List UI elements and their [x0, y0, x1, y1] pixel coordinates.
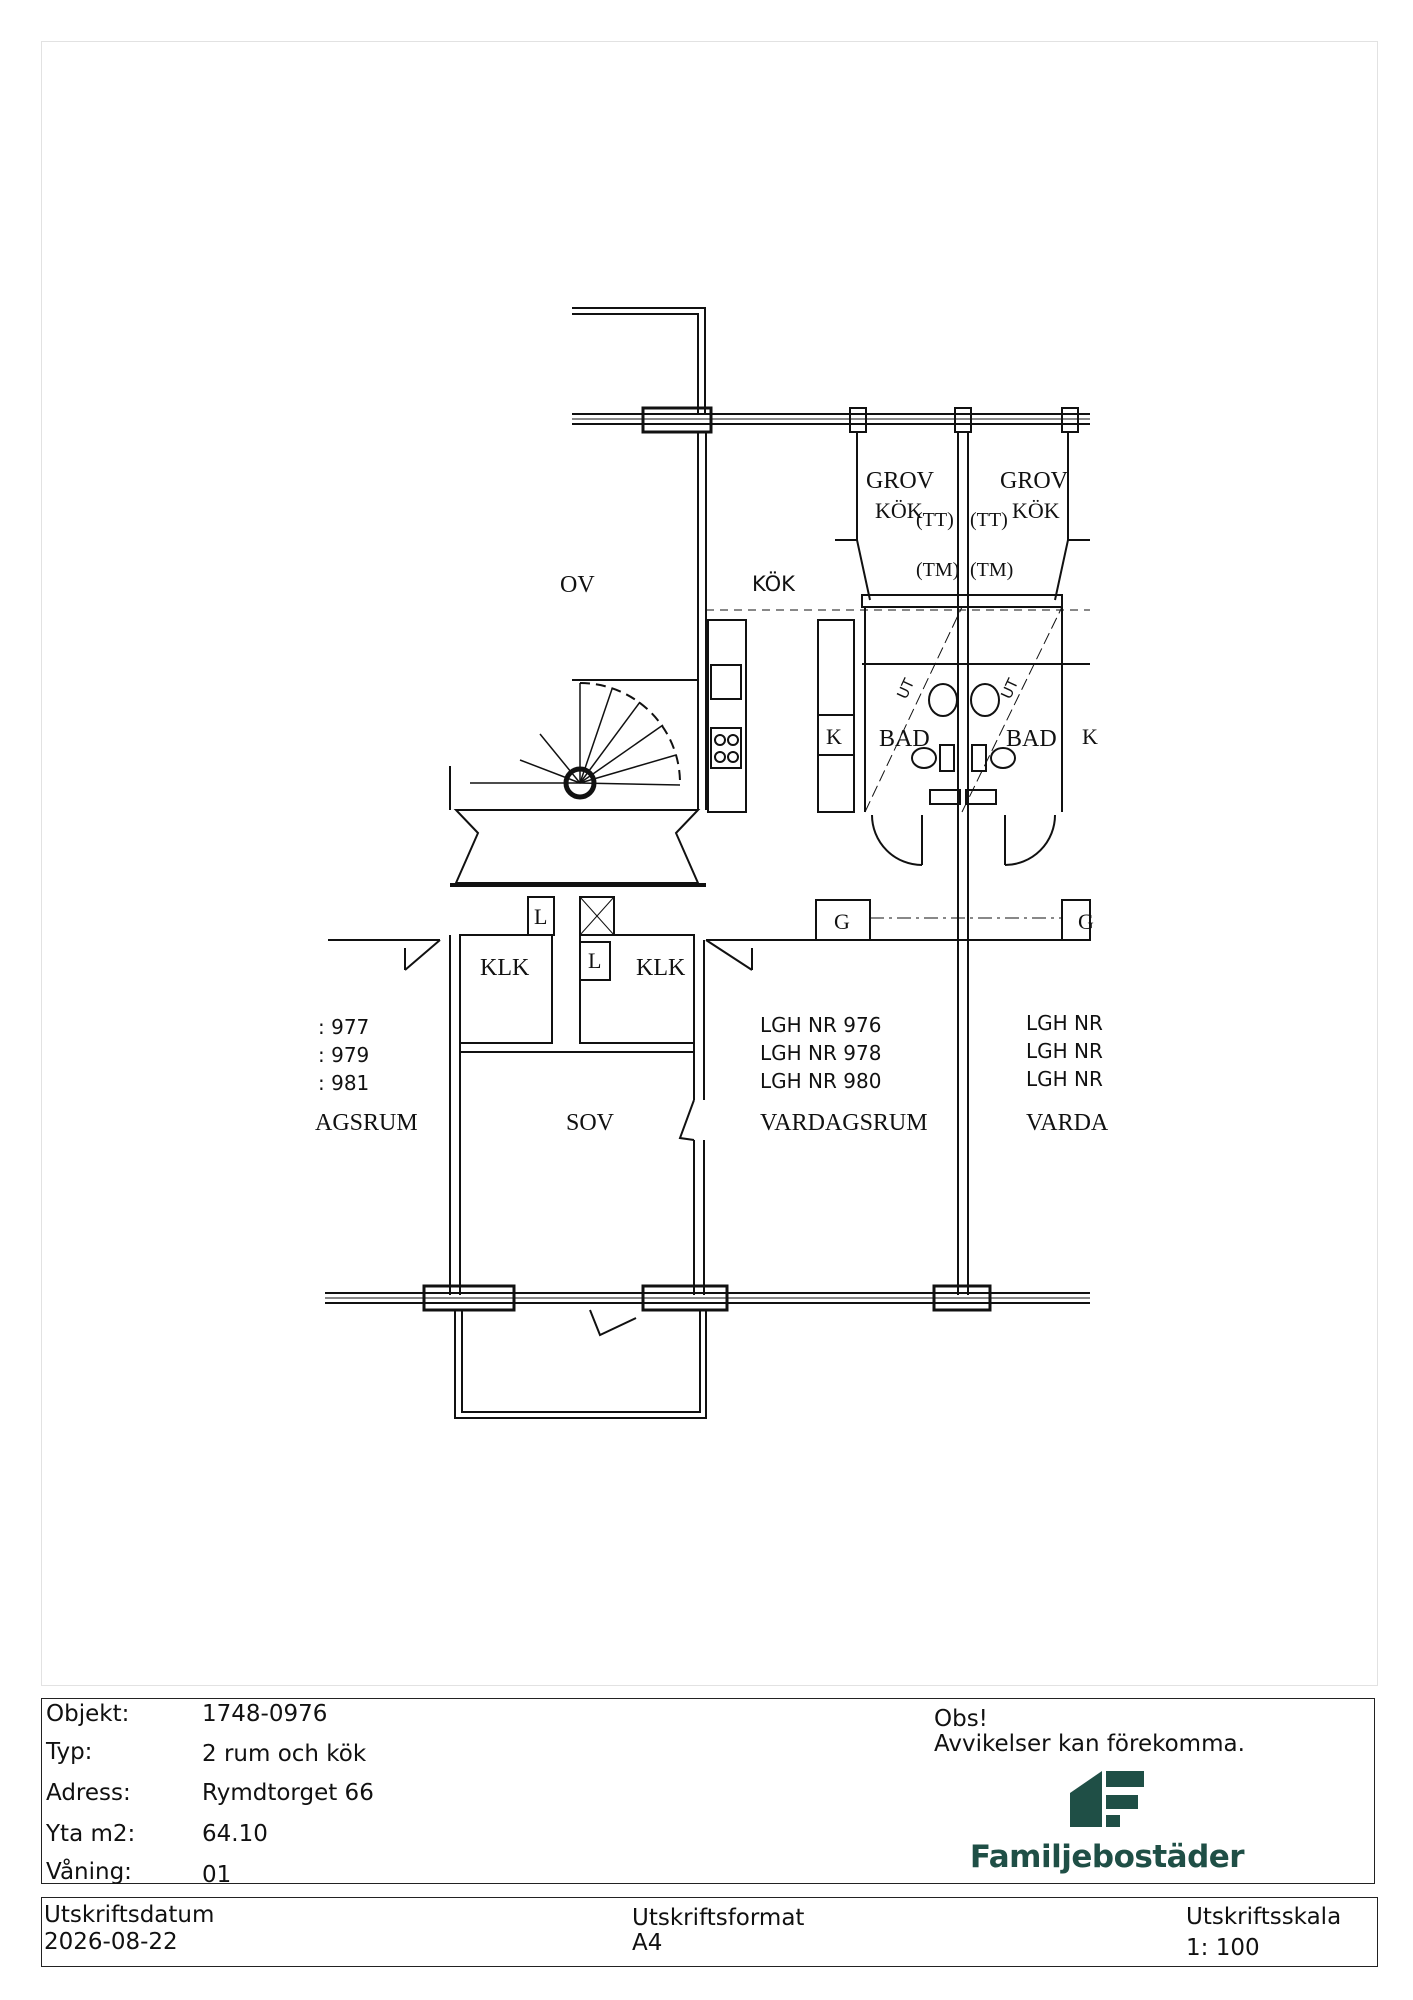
label-tm-right: (TM) [970, 559, 1013, 581]
print-format-label: Utskriftsformat [632, 1905, 805, 1931]
apartment-number-3: LGH NR 980 [760, 1069, 881, 1093]
label-tm-left: (TM) [916, 559, 959, 581]
print-date-label: Utskriftsdatum [44, 1902, 215, 1928]
objekt-value: 1748-0976 [202, 1701, 328, 1727]
disclaimer-title: Obs! [934, 1706, 988, 1732]
apartment-number-left-3: : 981 [318, 1071, 369, 1095]
print-scale-value: 1: 100 [1186, 1935, 1260, 1961]
label-grovkok-right: GROV [1000, 468, 1069, 494]
typ-label: Typ: [46, 1739, 93, 1765]
label-vardagsrum-right: VARDA [1026, 1110, 1109, 1136]
print-format: Utskriftsformat A4 [632, 1906, 804, 1956]
label-l-right: L [588, 948, 601, 973]
label-k-fridge: K [826, 724, 842, 749]
label-ut-right: UT [997, 675, 1022, 702]
drawing-frame [41, 41, 1378, 1686]
label-k-right-partial: K [1082, 724, 1098, 749]
house-f-logo-icon [1070, 1771, 1144, 1827]
apartment-number-1: LGH NR 976 [760, 1013, 881, 1037]
print-info-box: Utskriftsdatum 2026-08-22 Utskriftsforma… [41, 1897, 1378, 1967]
adress-value: Rymdtorget 66 [202, 1780, 374, 1806]
apartment-number-right-2: LGH NR [1026, 1039, 1103, 1063]
label-g-right: G [1078, 909, 1094, 934]
label-kok: KÖK [752, 571, 796, 596]
label-klk-left: KLK [480, 955, 530, 981]
disclaimer-text: Avvikelser kan förekomma. [934, 1731, 1245, 1757]
label-vardagsrum-left: AGSRUM [315, 1110, 418, 1136]
floor-plan: GROV KÖK GROV KÖK (TT) (TT) (TM) (TM) KÖ… [41, 41, 1378, 1686]
label-grovkok-left-2: KÖK [875, 498, 923, 523]
apartment-number-right-1: LGH NR [1026, 1011, 1103, 1035]
vaning-value: 01 [202, 1862, 232, 1888]
apartment-number-right-3: LGH NR [1026, 1067, 1103, 1091]
apartment-number-left-1: : 977 [318, 1015, 369, 1039]
label-bad-left: BAD [879, 726, 930, 752]
label-tt-left: (TT) [916, 509, 954, 531]
brand-logo: Familjebostäder [962, 1765, 1252, 1875]
print-date-value: 2026-08-22 [44, 1929, 178, 1955]
label-grovkok-left: GROV [866, 468, 935, 494]
apartment-number-left-2: : 979 [318, 1043, 369, 1067]
label-bad-right: BAD [1006, 726, 1057, 752]
label-tt-right: (TT) [970, 509, 1008, 531]
floor-plan-drawing: GROV KÖK GROV KÖK (TT) (TT) (TM) (TM) KÖ… [315, 307, 1109, 1419]
property-info-box: Objekt: 1748-0976 Typ: 2 rum och kök Adr… [41, 1698, 1375, 1888]
objekt-label: Objekt: [46, 1701, 130, 1727]
typ-value: 2 rum och kök [202, 1741, 367, 1767]
disclaimer: Obs! Avvikelser kan förekomma. [934, 1707, 1245, 1757]
label-grovkok-right-2: KÖK [1012, 498, 1060, 523]
print-date: Utskriftsdatum 2026-08-22 [44, 1902, 214, 1956]
label-ut-left: UT [893, 675, 918, 702]
yta-value: 64.10 [202, 1821, 268, 1847]
label-sov: SOV [566, 1110, 615, 1136]
label-g-left: G [834, 909, 850, 934]
vaning-label: Våning: [46, 1859, 132, 1885]
adress-label: Adress: [46, 1780, 131, 1806]
apartment-number-2: LGH NR 978 [760, 1041, 881, 1065]
label-klk-right: KLK [636, 955, 686, 981]
yta-label: Yta m2: [46, 1821, 136, 1847]
label-l-left: L [534, 904, 547, 929]
print-format-value: A4 [632, 1930, 663, 1956]
label-vardagsrum: VARDAGSRUM [760, 1110, 928, 1136]
brand-name: Familjebostäder [969, 1839, 1245, 1875]
print-scale-label: Utskriftsskala [1186, 1904, 1342, 1930]
label-sov-partial: OV [560, 572, 595, 598]
print-scale: Utskriftsskala 1: 100 [1186, 1904, 1341, 1962]
